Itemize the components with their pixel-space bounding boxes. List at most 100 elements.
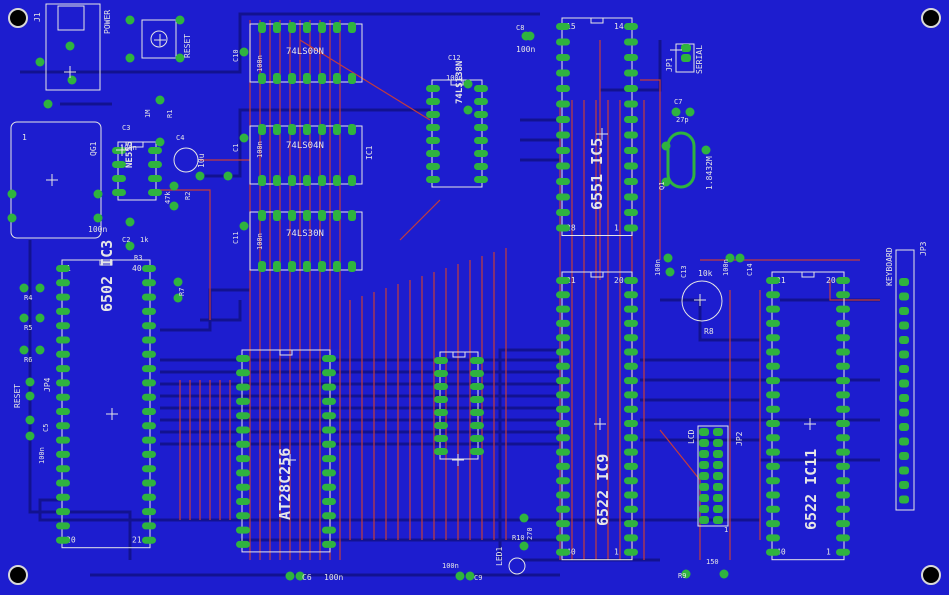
pad xyxy=(624,85,638,92)
pad xyxy=(258,22,266,33)
pad xyxy=(766,305,780,313)
pad xyxy=(273,261,281,272)
power-connector-j1 xyxy=(45,3,101,91)
pad xyxy=(426,150,440,157)
pin-number: 28 xyxy=(566,224,576,233)
pad xyxy=(766,277,780,284)
pad xyxy=(836,548,850,556)
pad xyxy=(556,23,570,30)
label-r2-val: 47k xyxy=(164,191,172,204)
pad xyxy=(556,85,570,92)
label-c3: C3 xyxy=(122,124,130,132)
label-c1: C1 xyxy=(232,144,240,152)
pad xyxy=(556,209,570,216)
pad xyxy=(556,405,570,413)
pad xyxy=(556,291,570,299)
chip-ref: IC1 xyxy=(365,145,374,160)
chip-notch xyxy=(130,141,144,148)
pad xyxy=(713,450,723,458)
pad xyxy=(624,534,638,542)
pad xyxy=(665,267,675,277)
pad xyxy=(434,370,448,377)
crosshair xyxy=(154,34,166,46)
pad xyxy=(348,261,356,272)
pad xyxy=(681,54,691,62)
pad xyxy=(142,307,156,315)
lcd-header-jp2 xyxy=(697,425,729,527)
pad xyxy=(474,137,488,144)
label-c6-val: 100n xyxy=(324,573,343,582)
bottom-trace xyxy=(498,348,560,560)
pad xyxy=(142,436,156,444)
pad xyxy=(556,477,570,485)
pad xyxy=(766,420,780,427)
mounting-hole-tl xyxy=(8,8,28,28)
pad xyxy=(288,210,296,221)
pad xyxy=(322,383,336,391)
pad xyxy=(303,73,311,84)
top-trace xyxy=(399,199,441,241)
pad xyxy=(836,505,850,513)
pad xyxy=(699,428,709,436)
pin-number: 14 xyxy=(614,22,624,31)
pad xyxy=(434,435,448,442)
top-trace xyxy=(150,189,211,320)
pad xyxy=(348,210,356,221)
chip-label: NE555 xyxy=(125,141,135,168)
pin-number: 21 xyxy=(776,276,786,285)
pad xyxy=(236,455,250,463)
label-j1: J1 xyxy=(33,12,42,22)
pad xyxy=(236,426,250,434)
pad xyxy=(67,75,77,85)
pad xyxy=(556,434,570,442)
pads xyxy=(7,15,909,581)
pad xyxy=(836,377,850,385)
label-c13: C13 xyxy=(680,265,688,278)
pad xyxy=(681,569,691,579)
pad xyxy=(624,505,638,513)
pad xyxy=(56,379,70,387)
pad xyxy=(56,336,70,344)
pad xyxy=(285,571,295,581)
label-r7: R7 xyxy=(178,288,186,296)
pad xyxy=(195,171,205,181)
pad xyxy=(766,434,780,442)
pad xyxy=(142,522,156,530)
pad xyxy=(236,440,250,448)
label-c7: C7 xyxy=(674,98,682,106)
pad xyxy=(766,520,780,528)
pad xyxy=(766,505,780,513)
pad xyxy=(766,448,780,456)
pad xyxy=(713,505,723,513)
pad xyxy=(426,124,440,131)
pad xyxy=(836,520,850,528)
pad xyxy=(303,22,311,33)
pad xyxy=(624,162,638,170)
pad xyxy=(713,483,723,491)
bottom-trace xyxy=(200,108,430,178)
label-led1: LED1 xyxy=(495,547,504,566)
pad xyxy=(333,210,341,221)
pad xyxy=(142,465,156,473)
label-r6: R6 xyxy=(24,356,32,364)
pad xyxy=(836,334,850,342)
pad xyxy=(556,462,570,470)
pad xyxy=(766,491,780,499)
pad xyxy=(899,495,909,504)
pad xyxy=(142,450,156,458)
pad xyxy=(426,85,440,92)
pad xyxy=(713,439,723,447)
chip-notch xyxy=(452,351,466,358)
pad xyxy=(624,520,638,528)
pad xyxy=(556,534,570,542)
pad xyxy=(56,322,70,330)
pad xyxy=(142,293,156,301)
pad xyxy=(836,362,850,370)
top-trace xyxy=(659,429,701,560)
pad xyxy=(701,145,711,155)
pad xyxy=(556,505,570,513)
pad xyxy=(899,481,909,489)
pad xyxy=(273,22,281,33)
pad xyxy=(474,111,488,118)
pad xyxy=(556,334,570,342)
